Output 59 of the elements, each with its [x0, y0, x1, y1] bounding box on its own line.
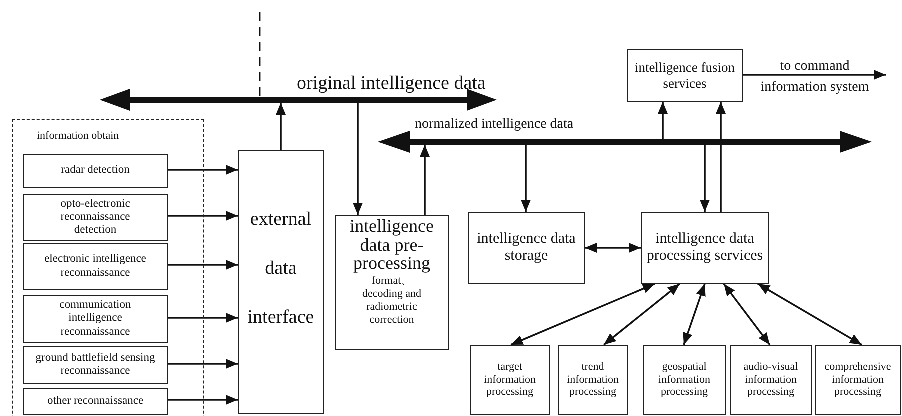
box-label: electronic intelligence reconnaissance [44, 253, 148, 280]
box-label: intelligence data storage [476, 230, 576, 266]
process-box [470, 345, 550, 415]
box-label: audio-visual information processing [742, 361, 800, 399]
group-box [12, 119, 204, 416]
arrow [276, 103, 286, 150]
bus-label: normalized intelligence data [415, 118, 574, 132]
interface-box [238, 150, 324, 414]
box-label: intelligence fusion services [634, 60, 736, 92]
arrow [510, 283, 656, 346]
arrow [758, 283, 862, 346]
arrow [743, 70, 886, 80]
dashed-line [259, 12, 261, 97]
arrow [585, 243, 641, 253]
group-heading: information obtain [37, 130, 120, 142]
process-box [815, 345, 901, 415]
process-box [23, 388, 168, 415]
process-box [627, 49, 743, 102]
process-box [730, 345, 812, 415]
arrow [603, 283, 681, 346]
arrow [167, 260, 238, 270]
arrow [420, 145, 430, 215]
arrow [658, 102, 668, 139]
arrow [723, 283, 771, 346]
arrow [167, 165, 238, 175]
box-label: external data interface [246, 208, 316, 330]
process-box [23, 194, 168, 241]
arrow [683, 284, 706, 346]
process-box [641, 212, 769, 284]
arrow [167, 313, 238, 323]
arrow [167, 359, 238, 369]
bus-label: original intelligence data [297, 74, 486, 93]
process-box [23, 295, 168, 343]
process-box [23, 243, 168, 290]
box-label: comprehensive information processing [824, 361, 892, 399]
arrow [716, 102, 726, 212]
edge-label: to command information system [760, 58, 870, 97]
process-box [23, 154, 168, 188]
arrow [167, 211, 238, 221]
box-label: other reconnaissance [46, 394, 145, 408]
box-label: geospatial information processing [658, 361, 712, 399]
arrow [521, 145, 531, 212]
arrow [700, 145, 710, 212]
box-label: target information processing [483, 361, 537, 399]
process-box [643, 345, 726, 415]
box-label: ground battlefield sensing reconnaissance [34, 352, 156, 378]
box-label: opto-electronic reconnaissance detection [60, 198, 132, 238]
box-label: intelligence data processing services [646, 230, 764, 266]
arrow [167, 395, 238, 405]
box-label: trend information processing [566, 361, 620, 399]
process-box [23, 346, 168, 384]
arrow [353, 103, 363, 215]
box-label: communication intelligence reconnaissance [58, 299, 132, 339]
process-box [335, 215, 449, 350]
box-title: intelligence data pre-processing [349, 217, 435, 273]
box-label: radar detection [60, 164, 131, 178]
box-note: format、decoding and radiometric correction [362, 274, 422, 328]
process-box [558, 345, 628, 415]
process-box [468, 212, 585, 284]
